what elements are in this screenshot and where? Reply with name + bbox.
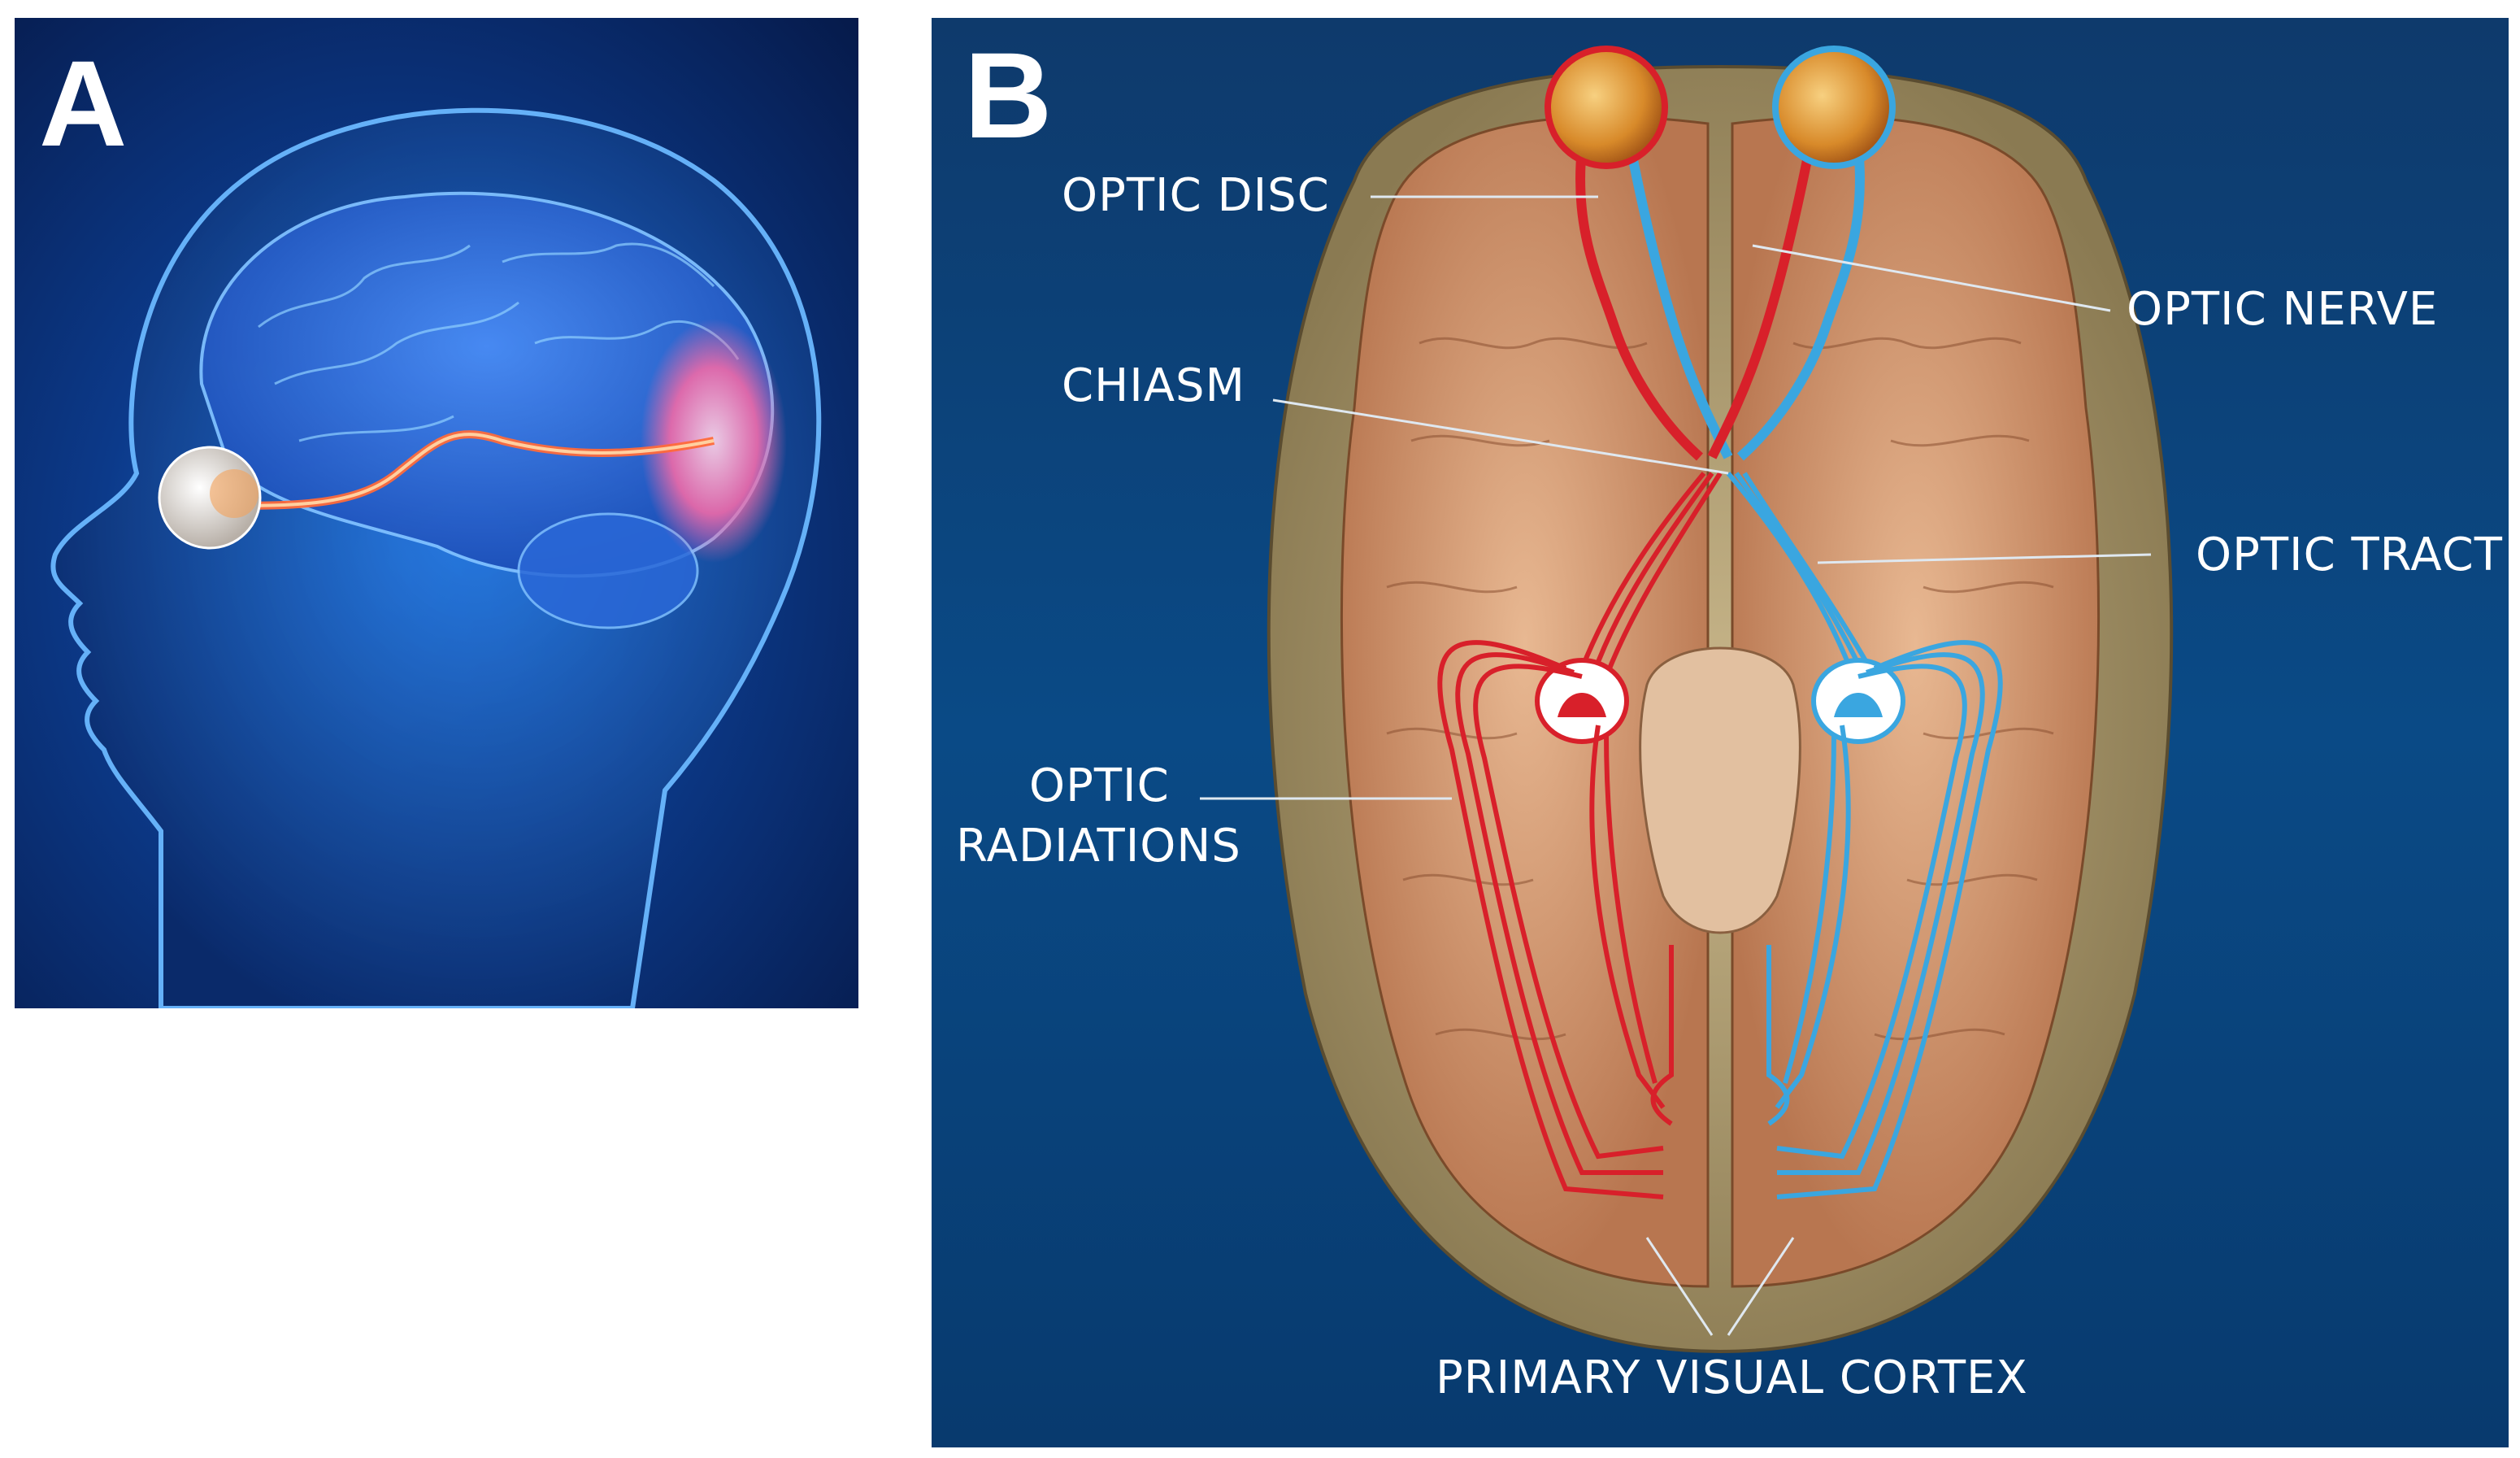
label-optic-nerve: OPTIC NERVE xyxy=(2127,283,2439,336)
optic-radiations-left xyxy=(1437,640,1674,1199)
left-eyeball xyxy=(1545,46,1668,169)
leader-cortex-right xyxy=(1727,1237,1795,1336)
label-primary-visual-cortex: PRIMARY VISUAL CORTEX xyxy=(1436,1351,2028,1404)
label-optic-radiations-line1: OPTIC xyxy=(1029,759,1170,812)
leader-optic-tract xyxy=(1817,553,2152,564)
leader-cortex-left xyxy=(1645,1237,1714,1336)
head-illustration xyxy=(50,107,822,1008)
panel-a: A xyxy=(15,18,858,1008)
label-optic-disc: OPTIC DISC xyxy=(1062,169,1330,222)
label-optic-radiations-line2: RADIATIONS xyxy=(956,820,1241,873)
panel-b: B OPTIC DISC OPTIC NERVE CHIASM OPTIC TR… xyxy=(932,18,2509,1447)
leader-chiasm xyxy=(1272,398,1729,475)
cerebellum xyxy=(517,512,699,629)
panel-label-b: B xyxy=(964,27,1053,163)
leader-lines xyxy=(1200,195,2152,1336)
right-eyeball xyxy=(1772,46,1896,169)
optic-tracts xyxy=(1579,472,1877,678)
brainstem xyxy=(1639,646,1801,934)
optic-nerves xyxy=(1575,146,1865,461)
leader-optic-nerve xyxy=(1752,244,2111,312)
label-chiasm: CHIASM xyxy=(1062,359,1245,412)
label-optic-tract: OPTIC TRACT xyxy=(2196,529,2503,581)
brain-gyri-b xyxy=(1386,337,2054,1041)
brain-ventral-illustration xyxy=(1200,46,2174,1354)
panel-label-a: A xyxy=(39,35,128,172)
optic-radiations-right xyxy=(1766,640,2003,1199)
